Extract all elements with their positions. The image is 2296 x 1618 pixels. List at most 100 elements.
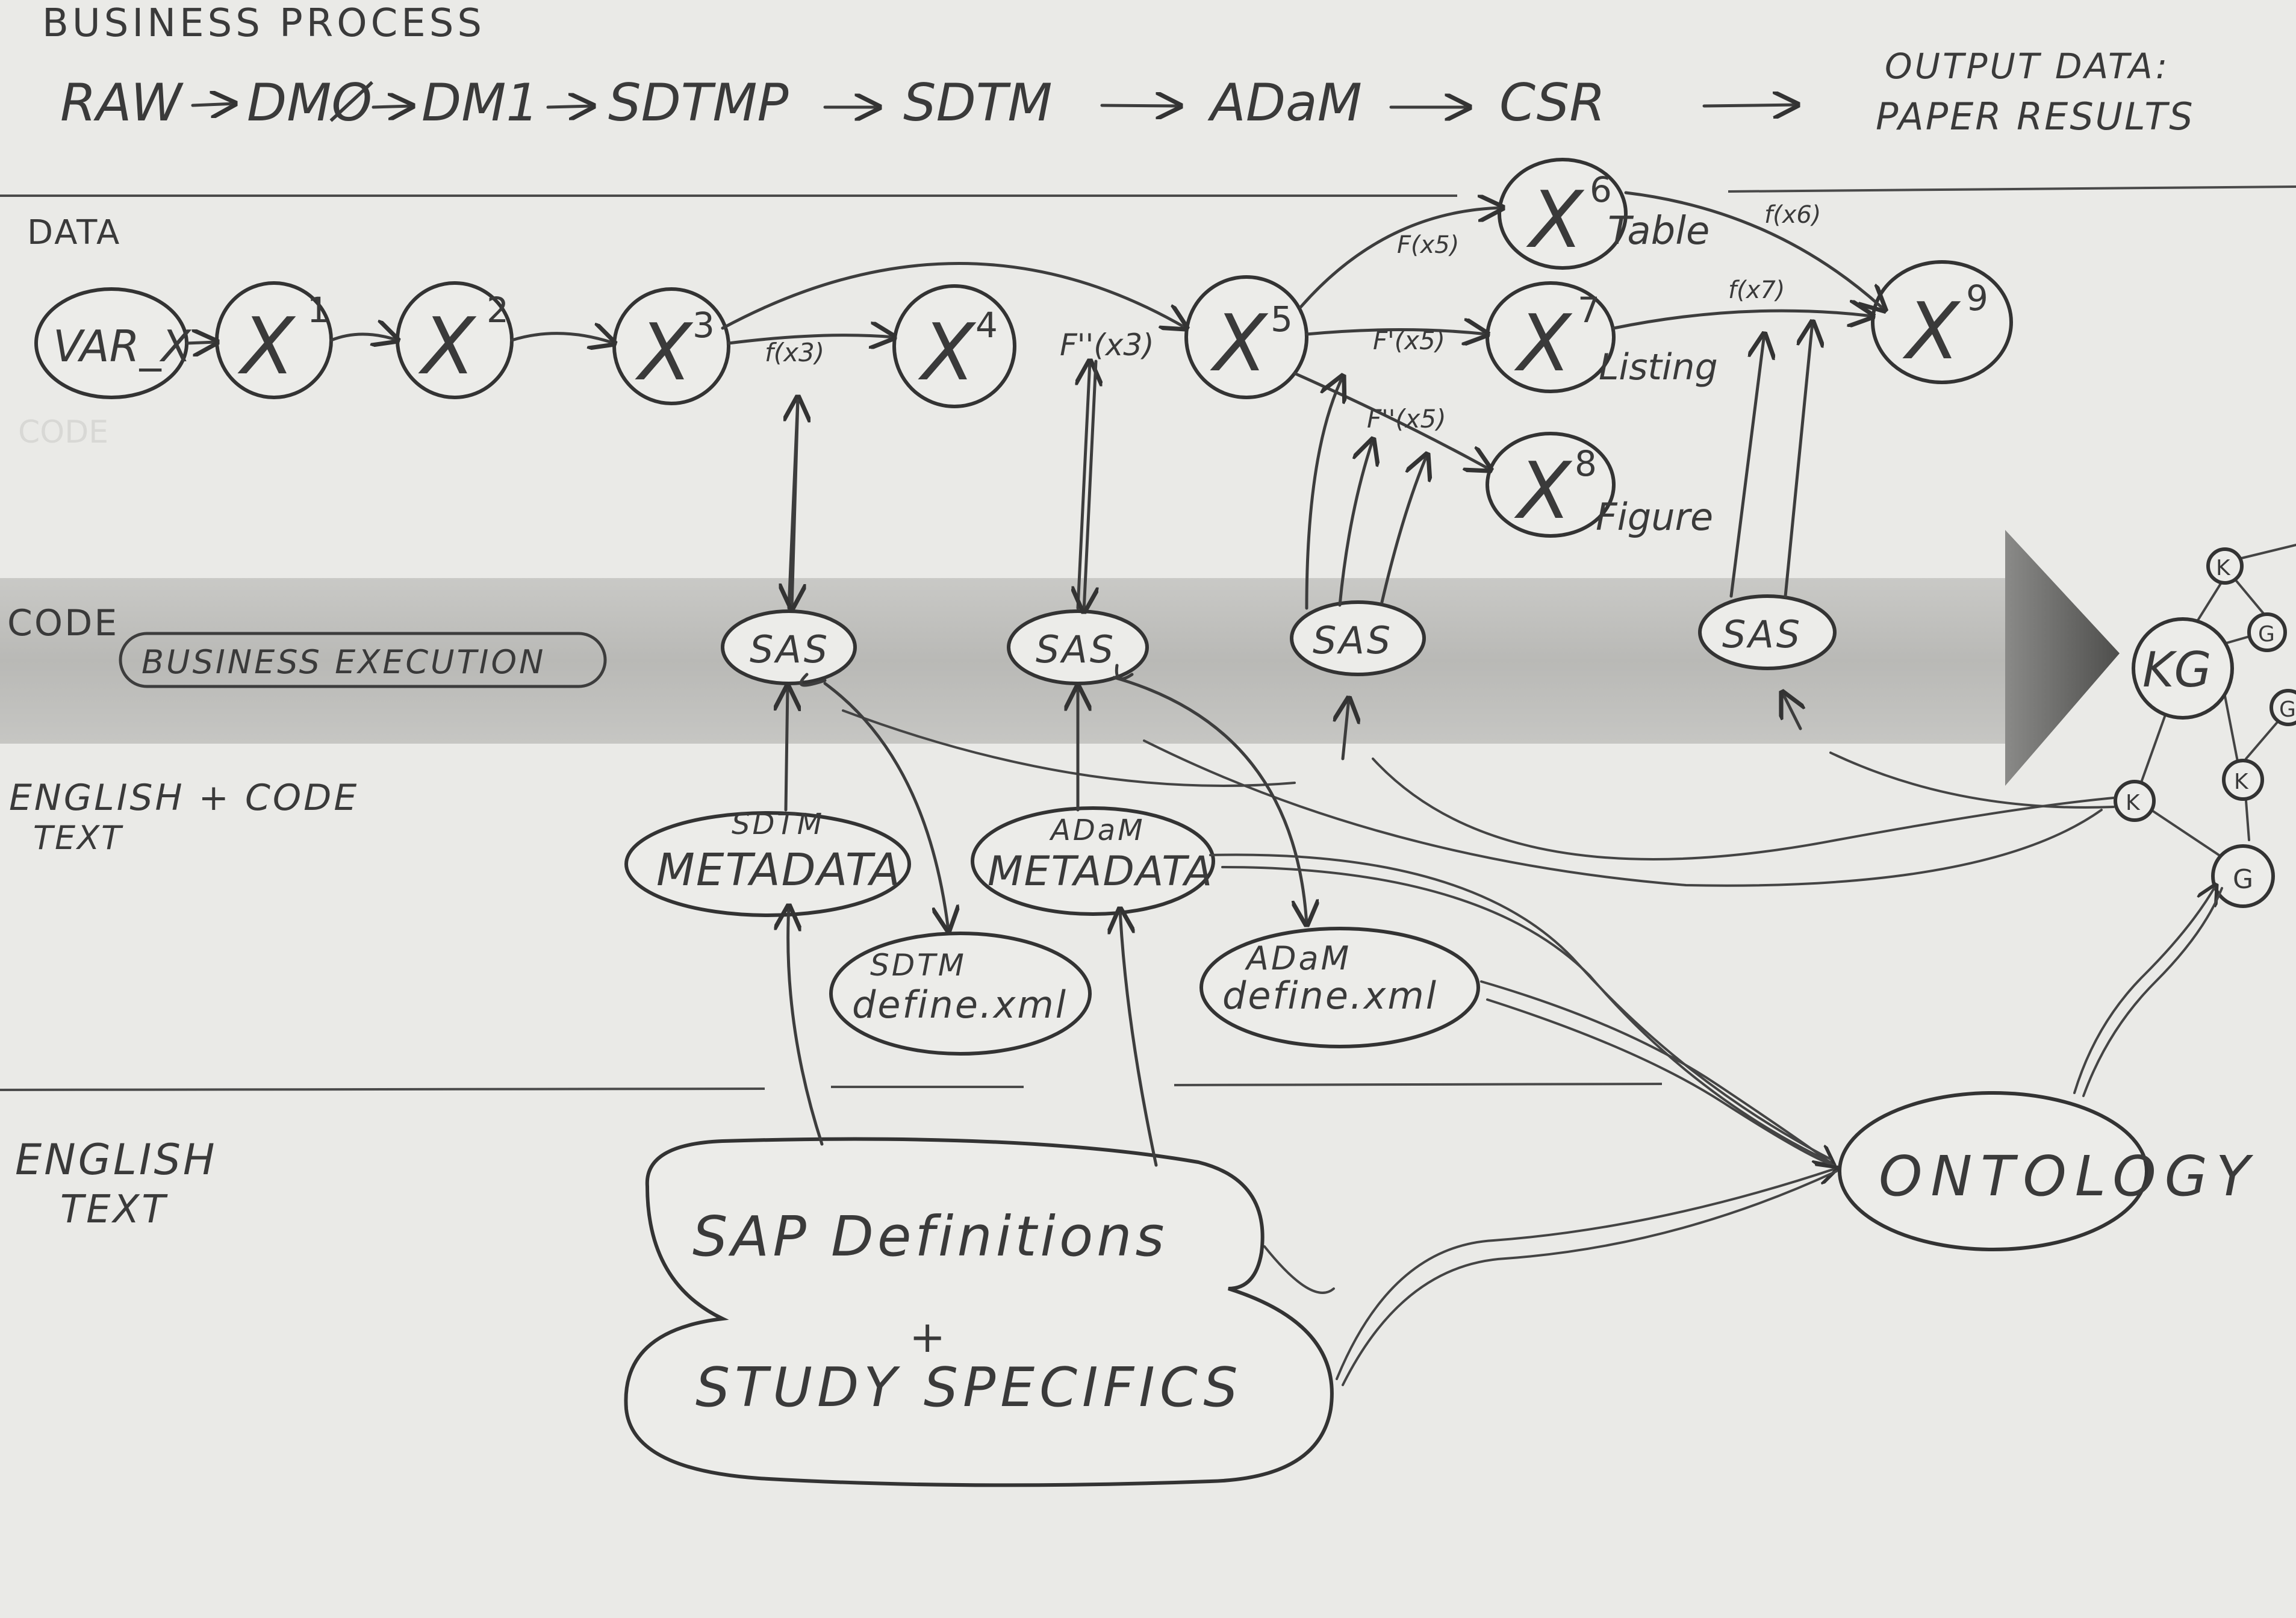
header-flow: RAW DMØ DM1 SDTMP SDTM ADaM CSR <box>60 73 1797 133</box>
x7-node: X 7 <box>1486 281 1616 393</box>
x6-label: X <box>1526 174 1585 266</box>
sas-data-links <box>789 322 1812 611</box>
lane-english-text-label: ENGLISH <box>15 1135 217 1184</box>
lane-code-faint-label: CODE <box>18 414 108 450</box>
curve-to-kg <box>1372 758 2115 860</box>
adam-metadata-top: ADaM <box>1049 814 1145 847</box>
flow-dm0: DMØ <box>247 73 373 133</box>
x3-superscript: 3 <box>692 305 715 346</box>
flow-sdtm: SDTM <box>903 73 1053 133</box>
ontology-node: ONTOLOGY <box>1838 1091 2258 1251</box>
kg-label: KG <box>2142 642 2211 698</box>
kg-node-k: K <box>2234 770 2249 794</box>
output-sublabel: PAPER RESULTS <box>1876 95 2195 138</box>
metadata-links <box>786 664 1307 930</box>
x2-node: X 2 <box>396 281 514 399</box>
flow-arrow <box>1702 105 1797 106</box>
fn-f2-x5: F''(x5) <box>1367 404 1446 434</box>
adam-metadata-label: METADATA <box>988 848 1213 895</box>
edge-x5-x6 <box>1299 208 1502 309</box>
lane-english-code-label: ENGLISH + CODE <box>9 777 359 819</box>
adam-define-top: ADaM <box>1245 939 1351 977</box>
x8-superscript: 8 <box>1575 443 1597 484</box>
sdtm-metadata-top: SDTM <box>732 807 824 841</box>
flow-arrow <box>546 106 593 107</box>
x6-node: X 6 <box>1498 158 1628 270</box>
ontology-label: ONTOLOGY <box>1879 1144 2258 1209</box>
kg-node-g: G <box>2279 697 2296 722</box>
ontology-links <box>1209 853 2223 1386</box>
lane-code-label: CODE <box>7 602 119 644</box>
adam-metadata-node: ADaM METADATA <box>971 806 1215 916</box>
x2-label: X <box>418 300 477 392</box>
edge-x2-x3 <box>510 334 614 343</box>
curve-to-kg <box>1143 739 2103 887</box>
sdtm-define-top: SDTM <box>870 948 966 983</box>
arrow-into-sas-4 <box>1782 692 1800 730</box>
x5-superscript: 5 <box>1271 299 1293 340</box>
knowledge-graph: KG K G G K K G <box>2114 544 2296 908</box>
sas-node-4: SAS <box>1698 594 1837 670</box>
section-divider <box>0 1087 765 1091</box>
flow-arrow <box>1100 105 1180 106</box>
x9-label: X <box>1902 285 1961 377</box>
fn-f1-x5: F'(x5) <box>1373 326 1445 355</box>
kg-node-k: K <box>2126 791 2141 815</box>
x9-superscript: 9 <box>1966 278 1988 319</box>
business-execution-box <box>119 632 607 688</box>
sap-study-cloud: SAP Definitions + STUDY SPECIFICS <box>624 1137 1334 1487</box>
edge-x3-x5 <box>721 262 1186 329</box>
sap-to-adam-metadata <box>1120 909 1158 1167</box>
sas-node-3: SAS <box>1290 600 1426 676</box>
x3-label: X <box>635 306 694 398</box>
fn-f-x5: F(x5) <box>1397 231 1459 259</box>
lane-data-label: DATA <box>27 213 121 252</box>
flow-dm1: DM1 <box>422 73 539 133</box>
edge-x3-x4 <box>727 335 894 343</box>
output-figure-label: Figure <box>1596 495 1713 539</box>
lane-english-text-sublabel: TEXT <box>60 1187 168 1232</box>
sdtm-define-label: define.xml <box>852 983 1068 1027</box>
section-divider <box>1728 185 2296 193</box>
lane-english-code-sublabel: TEXT <box>33 819 123 857</box>
sdtm-metadata-label: METADATA <box>656 844 901 896</box>
x4-superscript: 4 <box>975 305 998 346</box>
x6-superscript: 6 <box>1590 169 1612 210</box>
study-specifics-label: STUDY SPECIFICS <box>695 1356 1242 1419</box>
fn-f-x7: f(x7) <box>1728 276 1785 304</box>
x5-label: X <box>1210 297 1269 389</box>
sdtm-metadata-node: SDTM METADATA <box>624 807 911 917</box>
x2-superscript: 2 <box>487 290 509 331</box>
sap-to-sdtm-metadata <box>788 906 824 1146</box>
adam-define-label: define.xml <box>1222 974 1438 1018</box>
edge-x1-x2 <box>329 334 397 340</box>
code-band <box>0 578 2011 744</box>
x7-label: X <box>1514 297 1573 389</box>
x8-label: X <box>1514 445 1573 537</box>
kg-node-g: G <box>2233 864 2253 895</box>
edge-x6-x9 <box>1624 191 1885 310</box>
business-process-title: BUSINESS PROCESS <box>42 1 485 46</box>
x7-superscript: 7 <box>1578 290 1600 331</box>
code-band-arrowhead <box>2005 530 2120 786</box>
flow-csr: CSR <box>1499 73 1605 133</box>
x1-node: X 1 <box>215 281 333 399</box>
arrow-into-sas-3 <box>1343 699 1349 761</box>
sas-1-label: SAS <box>750 627 830 671</box>
curve-to-kg <box>1829 751 2115 809</box>
x3-node: X 3 <box>612 287 730 405</box>
business-execution-label: BUSINESS EXECUTION <box>142 643 546 681</box>
x1-superscript: 1 <box>307 290 329 331</box>
adam-define-node: ADaM define.xml <box>1199 927 1480 1048</box>
fn-f-x6: f(x6) <box>1764 201 1821 229</box>
var-x-label: VAR_X <box>53 321 192 372</box>
fn-f2-x3: F''(x3) <box>1060 328 1154 362</box>
kg-node-k: K <box>2216 556 2231 580</box>
flow-arrow <box>191 104 235 105</box>
output-label: OUTPUT DATA: <box>1885 46 2170 87</box>
flow-raw: RAW <box>60 73 184 133</box>
sap-plus: + <box>909 1312 945 1362</box>
edge-x7-x9 <box>1612 311 1873 330</box>
flow-sdtmp: SDTMP <box>608 73 789 133</box>
sas-node-1: SAS <box>721 609 857 685</box>
